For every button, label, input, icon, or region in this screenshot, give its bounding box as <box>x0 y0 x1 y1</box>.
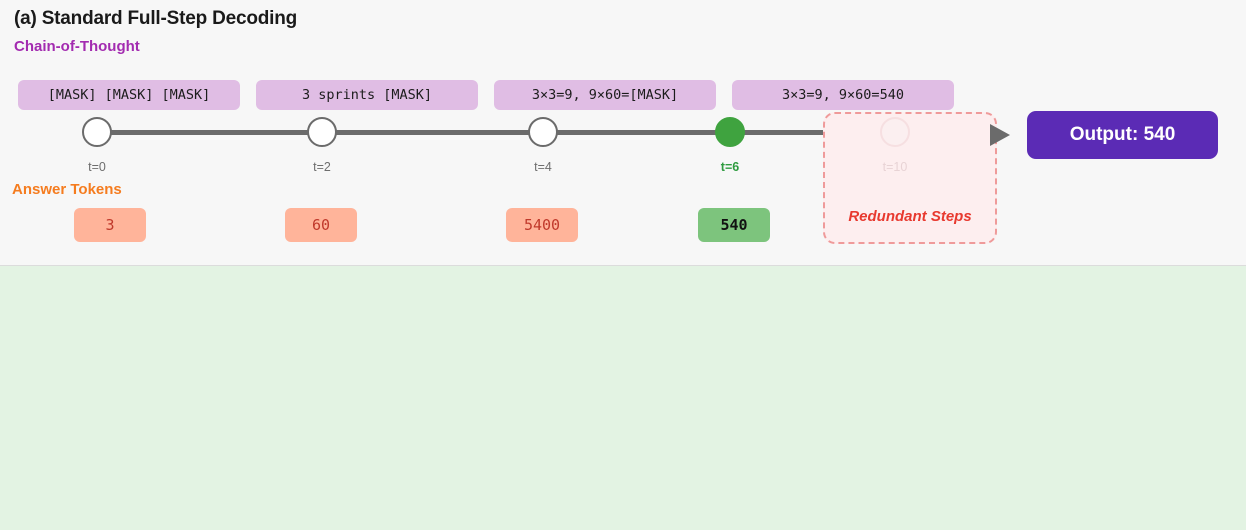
timeline-node-0 <box>82 117 112 147</box>
answer-token-committed: 540 <box>698 208 770 242</box>
timeline-node-4 <box>528 117 558 147</box>
answer-token: 60 <box>285 208 357 242</box>
timeline-node-ghost <box>880 117 910 147</box>
output-box: Output: 540 <box>1027 111 1218 159</box>
redundant-steps-label: Redundant Steps <box>848 208 972 225</box>
cot-step-box: 3 sprints [MASK] <box>256 80 478 110</box>
panel-a-title: (a) Standard Full-Step Decoding <box>14 8 298 29</box>
timestep-label-ghost: t=10 <box>882 160 908 174</box>
cot-step-box: 3×3=9, 9×60=[MASK] <box>494 80 716 110</box>
answer-tokens-label: Answer Tokens <box>12 181 122 198</box>
redundant-steps-region <box>823 112 997 244</box>
timeline-node-2 <box>307 117 337 147</box>
cot-step-box: [MASK] [MASK] [MASK] <box>18 80 240 110</box>
panel-prophet-early-commit: (b) Prophet with Early Commit Decoding ～… <box>0 266 1246 530</box>
answer-token: 3 <box>74 208 146 242</box>
timestep-label: t=2 <box>313 160 331 174</box>
chain-of-thought-label: Chain-of-Thought <box>14 38 140 55</box>
timeline-node-6-committed <box>715 117 745 147</box>
timestep-label: t=0 <box>88 160 106 174</box>
timeline-track <box>730 130 835 135</box>
cot-step-box: 3×3=9, 9×60=540 <box>732 80 954 110</box>
timeline-track <box>97 130 730 135</box>
timestep-label: t=4 <box>534 160 552 174</box>
arrow-head-icon <box>990 124 1010 146</box>
panel-standard-decoding: (a) Standard Full-Step Decoding Chain-of… <box>12 8 1218 244</box>
timestep-label-committed: t=6 <box>720 160 740 174</box>
answer-token: 5400 <box>506 208 578 242</box>
